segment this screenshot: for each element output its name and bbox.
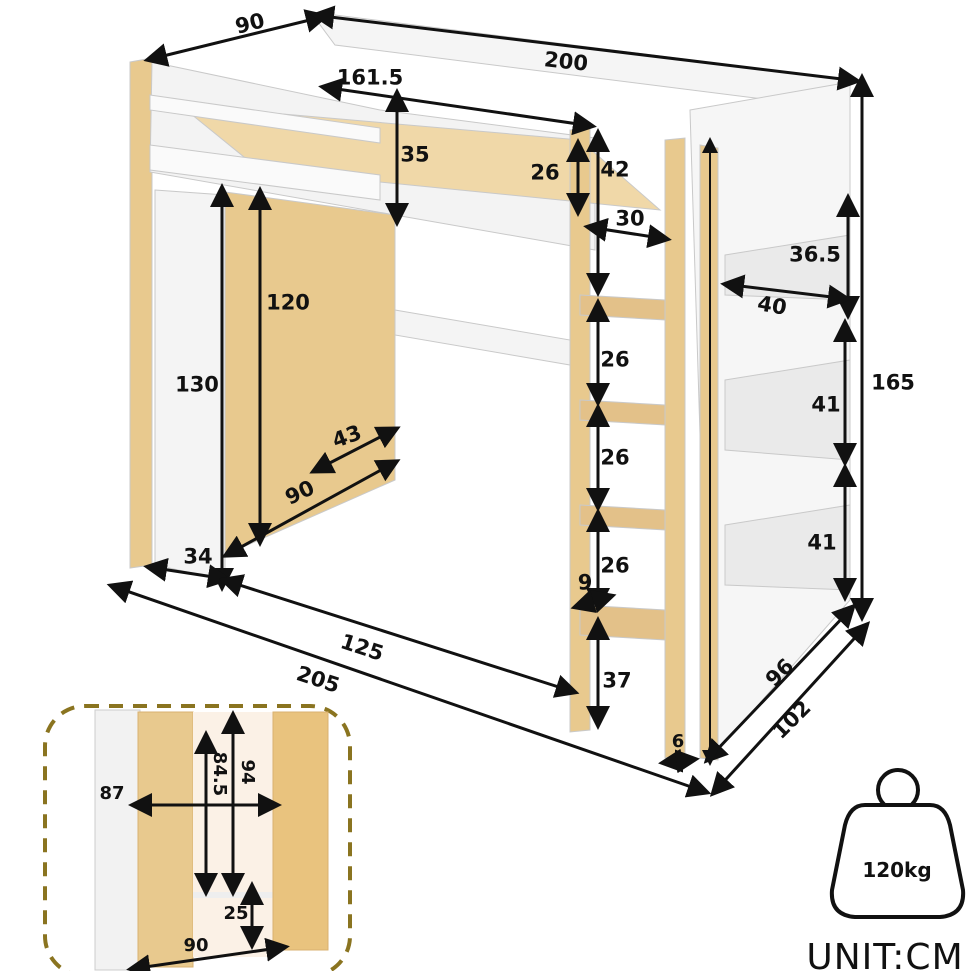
- dim-wardrobe-door-height: 120: [266, 290, 310, 315]
- dim-ladder-bottom: 37: [602, 668, 632, 693]
- dim-step-gap-3: 26: [600, 553, 630, 578]
- inset-outer-width: 90: [183, 935, 209, 956]
- inset-inner-width: 87: [99, 783, 125, 804]
- dim-length-top: 200: [542, 47, 590, 76]
- wardrobe-inset: [43, 704, 352, 971]
- dim-shelf-depth: 40: [755, 291, 789, 320]
- weight-capacity: 120kg: [862, 858, 932, 882]
- dim-ladder-width: 30: [615, 206, 645, 231]
- dim-wardrobe-height: 130: [175, 372, 219, 397]
- dim-ladder-top: 42: [600, 157, 630, 182]
- dimension-lines: [106, 5, 874, 798]
- dim-shelf-top-height: 36.5: [789, 242, 841, 267]
- dim-total-height: 165: [871, 370, 915, 395]
- dim-step-depth: 9: [577, 570, 593, 595]
- unit-label: UNIT:CM: [806, 937, 964, 971]
- bed-frame: [129, 14, 851, 762]
- dim-ladder-post: 6: [671, 731, 685, 752]
- dim-rail-gap: 26: [530, 160, 560, 185]
- dim-shelf-mid-height: 41: [811, 392, 841, 417]
- inset-inner-height: 94: [237, 759, 258, 785]
- dim-shelf-low-height: 41: [807, 530, 837, 555]
- dim-step-gap-1: 26: [600, 347, 630, 372]
- weight-icon: [829, 768, 966, 919]
- inset-hanging-height: 84.5: [209, 751, 230, 797]
- dim-step-gap-2: 26: [600, 445, 630, 470]
- dim-side-cabinet-width: 34: [183, 544, 213, 569]
- dim-guardrail-height: 35: [400, 142, 430, 167]
- dim-guardrail-length: 161.5: [336, 65, 404, 90]
- inset-bottom-shelf: 25: [223, 903, 249, 924]
